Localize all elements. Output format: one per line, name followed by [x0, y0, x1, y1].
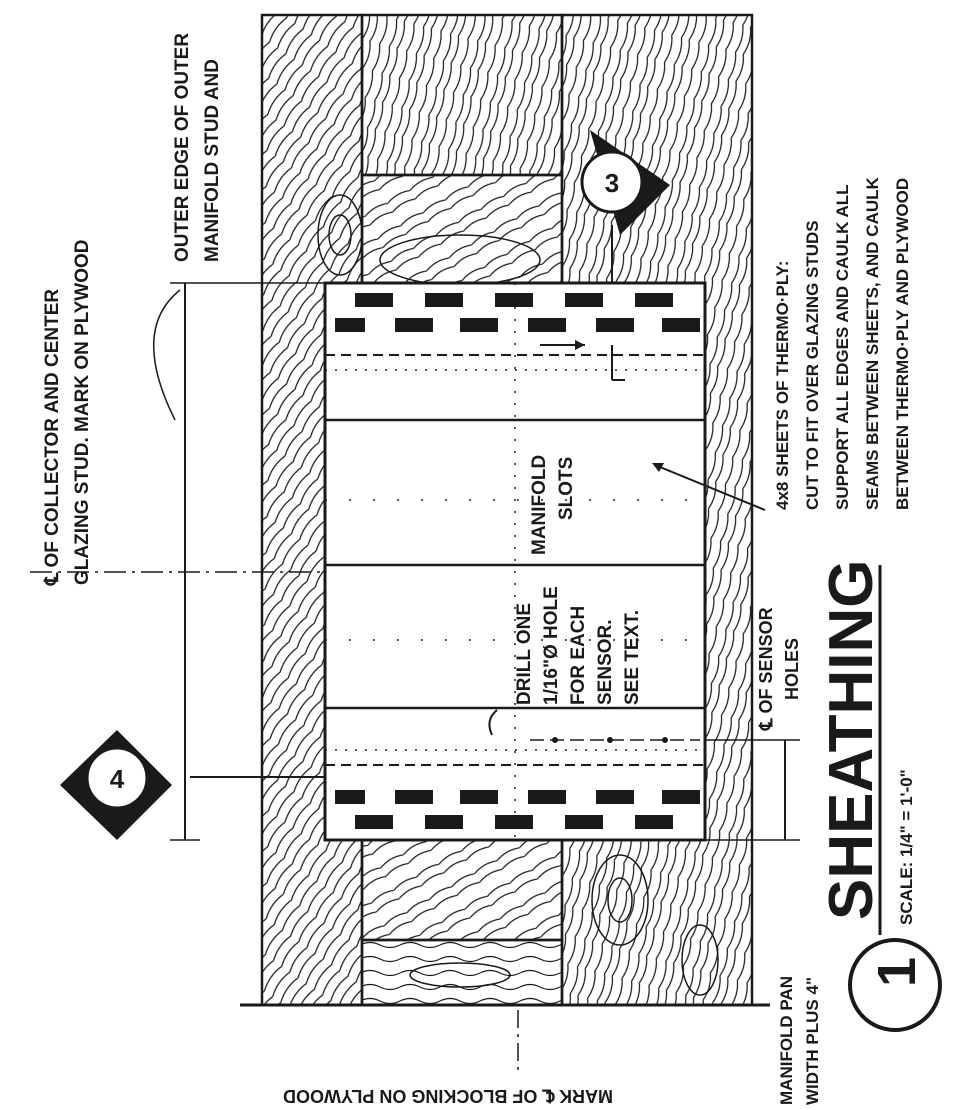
svg-text:OUTER EDGE OF OUTER: OUTER EDGE OF OUTER	[172, 33, 193, 262]
svg-text:GLAZING STUD. MARK ON PLYWOOD: GLAZING STUD. MARK ON PLYWOOD	[72, 239, 93, 585]
svg-text:SEAMS BETWEEN SHEETS, AND CAUL: SEAMS BETWEEN SHEETS, AND CAULK	[863, 176, 882, 510]
thermo-ply-panel	[323, 281, 707, 842]
note-manifold-slots: MANIFOLD SLOTS	[529, 455, 577, 555]
drawing-scale: SCALE: 1/4" = 1'-0"	[897, 769, 916, 925]
sensor-holes	[530, 737, 700, 743]
section-marker-4-number: 4	[110, 764, 125, 794]
detail-number: 1	[867, 957, 927, 987]
svg-text:℄ OF SENSOR: ℄ OF SENSOR	[756, 607, 776, 731]
drawing-title: SHEATHING	[817, 559, 886, 920]
svg-text:FOR EACH: FOR EACH	[568, 606, 589, 705]
svg-text:CUT TO FIT OVER GLAZING STUDS: CUT TO FIT OVER GLAZING STUDS	[803, 220, 822, 510]
note-outer-edge: OUTER EDGE OF OUTER MANIFOLD STUD AND	[172, 33, 223, 262]
section-marker-4: 4	[60, 730, 172, 840]
manifold-slots-top	[335, 293, 700, 332]
svg-text:SUPPORT ALL EDGES AND CAULK AL: SUPPORT ALL EDGES AND CAULK ALL	[833, 184, 852, 510]
svg-text:WIDTH PLUS 4": WIDTH PLUS 4"	[803, 977, 822, 1105]
manifold-slots-bottom	[335, 790, 700, 829]
svg-text:BETWEEN THERMO·PLY AND PLYWOOD: BETWEEN THERMO·PLY AND PLYWOOD	[893, 178, 912, 510]
section-marker-3: 3	[580, 130, 670, 235]
note-blocking-mark: MARK ℄ OF BLOCKING ON PLYWOOD	[283, 1086, 613, 1106]
dimension-lines	[30, 225, 800, 1075]
svg-text:HOLES: HOLES	[782, 638, 802, 700]
note-sensor-holes: ℄ OF SENSOR HOLES	[756, 607, 802, 731]
note-manifold-width: MANIFOLD PAN WIDTH PLUS 4"	[777, 976, 822, 1105]
svg-text:SENSOR.: SENSOR.	[595, 619, 616, 705]
title-block: 1 SHEATHING SCALE: 1/4" = 1'-0"	[817, 559, 942, 1032]
section-marker-3-number: 3	[605, 168, 619, 198]
svg-text:DRILL ONE: DRILL ONE	[514, 603, 535, 705]
svg-text:MANIFOLD STUD AND: MANIFOLD STUD AND	[202, 59, 223, 262]
svg-text:℄ OF COLLECTOR AND CENTER: ℄ OF COLLECTOR AND CENTER	[42, 289, 63, 586]
note-centerline-collector: ℄ OF COLLECTOR AND CENTER GLAZING STUD. …	[42, 239, 93, 586]
note-drill: DRILL ONE 1/16"Ø HOLE FOR EACH SENSOR. S…	[514, 586, 643, 705]
svg-text:SEE TEXT.: SEE TEXT.	[622, 610, 643, 705]
note-thermo-ply: 4x8 SHEETS OF THERMO·PLY: CUT TO FIT OVE…	[773, 176, 912, 510]
svg-text:SLOTS: SLOTS	[556, 457, 577, 520]
svg-text:4x8 SHEETS OF THERMO·PLY:: 4x8 SHEETS OF THERMO·PLY:	[773, 261, 792, 510]
svg-text:MARK ℄ OF BLOCKING ON PLYWOOD: MARK ℄ OF BLOCKING ON PLYWOOD	[283, 1086, 613, 1106]
svg-text:1/16"Ø HOLE: 1/16"Ø HOLE	[541, 586, 562, 705]
svg-text:MANIFOLD: MANIFOLD	[529, 455, 550, 555]
svg-text:MANIFOLD PAN: MANIFOLD PAN	[777, 976, 796, 1105]
